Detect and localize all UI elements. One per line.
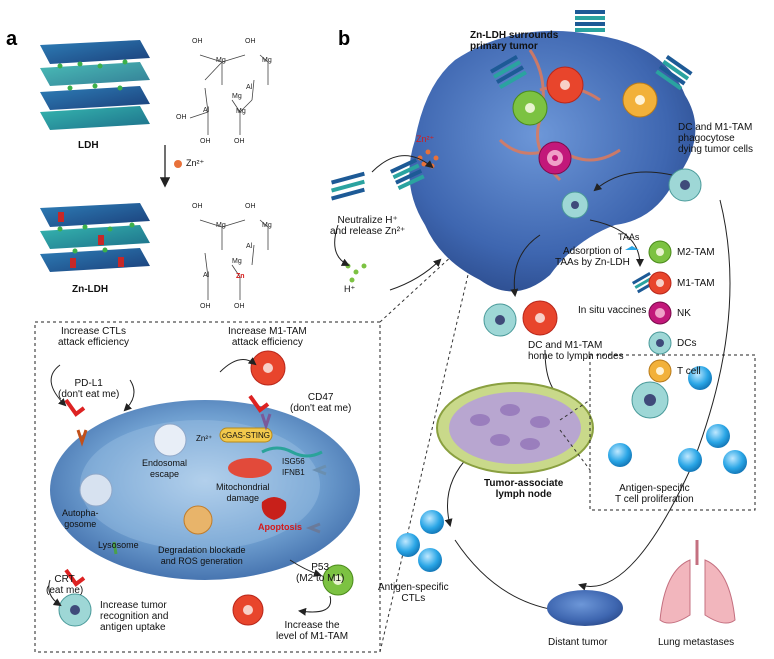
endosome xyxy=(153,423,187,457)
taa-marker xyxy=(625,246,639,250)
al-1: Al xyxy=(246,84,253,91)
pdl1-label: PD-L1 (don't eat me) xyxy=(58,378,120,400)
zmg-1: Mg xyxy=(216,222,226,229)
mg-1: Mg xyxy=(216,57,226,64)
p53-label: P53 (M2 to M1) xyxy=(296,562,345,584)
ldh-crystal xyxy=(40,40,150,130)
zmg-2: Mg xyxy=(262,222,272,229)
lymph-node-inner xyxy=(449,392,581,464)
oh-1: OH xyxy=(192,38,203,45)
panel-a-label: a xyxy=(6,28,18,50)
tumor-cell xyxy=(50,400,360,580)
ctls xyxy=(396,510,444,572)
al-2: Al xyxy=(203,107,210,114)
adsorption-label: Adsorption of TAAs by Zn-LDH xyxy=(555,246,630,268)
distant-tumor-label: Distant tumor xyxy=(548,637,608,648)
antibody-red-crt xyxy=(64,568,86,587)
lysosome-cluster xyxy=(183,505,213,535)
mito-label: Mitochondrial damage xyxy=(216,482,270,503)
antibody-red-left xyxy=(64,398,86,417)
m1-efficiency-label: Increase M1-TAM attack efficiency xyxy=(228,326,307,348)
autophagosome xyxy=(79,473,113,507)
dna-strand xyxy=(261,446,323,458)
legend-m2-tam: M2-TAM xyxy=(677,247,715,258)
oh-5: OH xyxy=(234,138,245,145)
distant-tumor xyxy=(547,590,623,626)
legend-m1-tam: M1-TAM xyxy=(677,278,715,289)
cgas-sting-pill xyxy=(219,427,273,443)
autophagosome-label: Autopha- gosome xyxy=(62,508,99,529)
panel-b-label: b xyxy=(338,28,351,50)
zn-ion-b: Zn²⁺ xyxy=(416,134,435,144)
ldh-label: LDH xyxy=(78,140,99,151)
ldh-stacks xyxy=(390,10,693,294)
mg-2: Mg xyxy=(262,57,272,64)
ldh-floating xyxy=(331,171,365,201)
m1-level-label: Increase the level of M1-TAM xyxy=(276,620,349,642)
panel-b-title: Zn-LDH surrounds primary tumor xyxy=(470,30,559,52)
ctl-efficiency-label: Increase CTLs attack efficiency xyxy=(58,326,129,348)
taas-label: TAAs xyxy=(618,232,640,242)
mg-4: Mg xyxy=(236,108,246,115)
ldh-structure xyxy=(189,54,269,135)
zal-1: Al xyxy=(246,243,253,250)
isg-label: ISG56 IFNB1 xyxy=(282,457,305,477)
zn-ion-label: Zn²⁺ xyxy=(186,158,205,168)
home-label: DC and M1-TAM home to lymph nodes xyxy=(528,340,624,362)
tumor-recognition-label: Increase tumor recognition and antigen u… xyxy=(100,600,169,633)
oh-3: OH xyxy=(176,114,187,121)
h-ion-label: H⁺ xyxy=(344,284,356,294)
crt-label: CRT (eat me) xyxy=(46,574,84,596)
in-situ-label: In situ vaccines xyxy=(578,305,647,316)
zoh-2: OH xyxy=(245,203,256,210)
lysosome-label: Lysosome xyxy=(98,540,139,550)
zoh-4: OH xyxy=(234,303,245,310)
zal-2: Al xyxy=(203,272,210,279)
apoptosis-skull xyxy=(261,497,287,520)
legend-icons xyxy=(648,240,672,383)
zoh-3: OH xyxy=(200,303,211,310)
dc-phagocytose-label: DC and M1-TAM phagocytose dying tumor ce… xyxy=(678,122,754,155)
mechanism-box xyxy=(34,321,381,653)
zn-atom: Zn xyxy=(236,273,245,280)
oh-4: OH xyxy=(200,138,211,145)
legend-t-cell: T cell xyxy=(677,366,701,377)
apoptosis-label: Apoptosis xyxy=(258,522,302,532)
antigen-tcell-label: Antigen-specific T cell proliferation xyxy=(615,483,694,505)
legend-nk: NK xyxy=(677,308,691,319)
lung-metastases-label: Lung metastases xyxy=(658,637,735,648)
endosomal-label: Endosomal escape xyxy=(142,458,188,479)
mitochondrion xyxy=(228,458,272,478)
zoh-1: OH xyxy=(192,203,203,210)
t-cells-proliferating xyxy=(608,366,747,474)
legend-dcs: DCs xyxy=(677,338,697,349)
zmg-3: Mg xyxy=(232,258,242,265)
h-ions xyxy=(345,263,367,283)
degradation-label: Degradation blockade and ROS generation xyxy=(158,545,246,566)
lymph-node-label: Tumor-associate lymph node xyxy=(484,478,564,500)
cd47-label: CD47 (don't eat me) xyxy=(290,392,352,414)
zn-ldh-structure xyxy=(199,219,269,300)
receptors xyxy=(76,413,327,555)
neutralize-label: Neutralize H⁺ and release Zn²⁺ xyxy=(330,215,406,237)
zn-ldh-crystal xyxy=(40,203,150,272)
tcell-proliferation-box xyxy=(589,354,756,511)
oh-2: OH xyxy=(245,38,256,45)
zn-ldh-label: Zn-LDH xyxy=(72,284,109,295)
zn-ion-dot xyxy=(174,160,182,168)
zn-sting-label: Zn²⁺ xyxy=(196,434,213,443)
cgas-sting-label: cGAS-STING xyxy=(222,431,271,440)
antigen-ctl-label: Antigen-specific CTLs xyxy=(378,582,449,604)
antibody-red-right xyxy=(248,394,270,413)
lung-metastases xyxy=(659,540,736,624)
mg-3: Mg xyxy=(232,93,242,100)
